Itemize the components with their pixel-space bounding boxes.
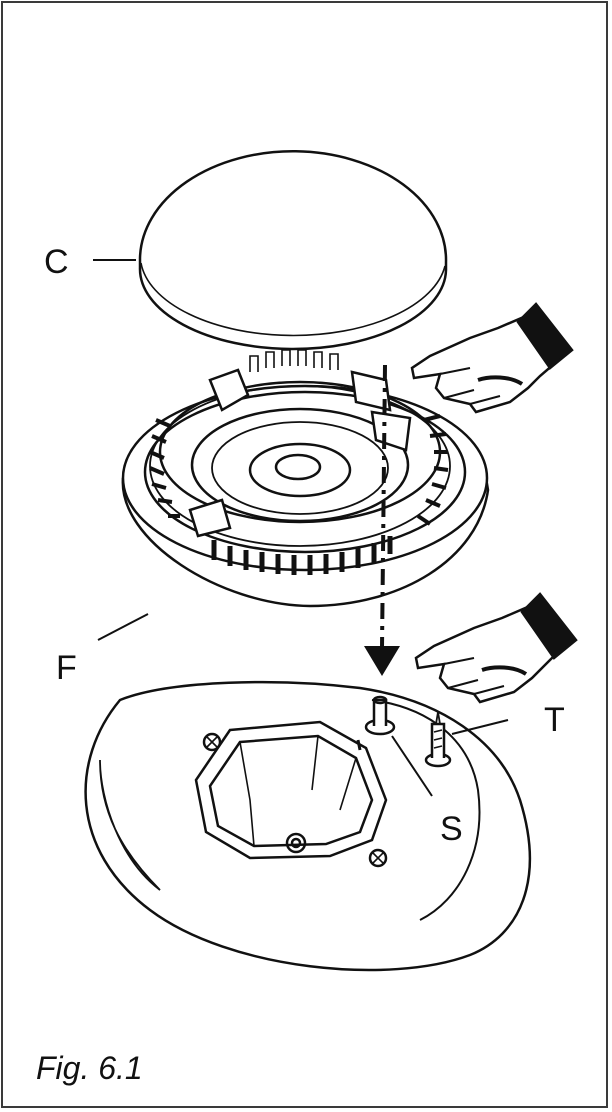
burner-base: [84, 680, 532, 972]
label-t: T: [544, 701, 565, 739]
burner-cap: [138, 150, 448, 351]
leader-f: [97, 613, 149, 641]
alignment-arrow: [364, 364, 400, 676]
label-c: C: [44, 243, 69, 281]
flame-spreader: [121, 349, 490, 608]
figure-caption: Fig. 6.1: [36, 1050, 143, 1086]
label-s: S: [440, 810, 463, 848]
pointing-hand-lower-icon: [414, 592, 578, 704]
leader-t: [451, 719, 509, 735]
leader-s: [391, 735, 433, 797]
pointing-hand-upper-icon: [410, 302, 574, 414]
label-f: F: [56, 649, 77, 687]
